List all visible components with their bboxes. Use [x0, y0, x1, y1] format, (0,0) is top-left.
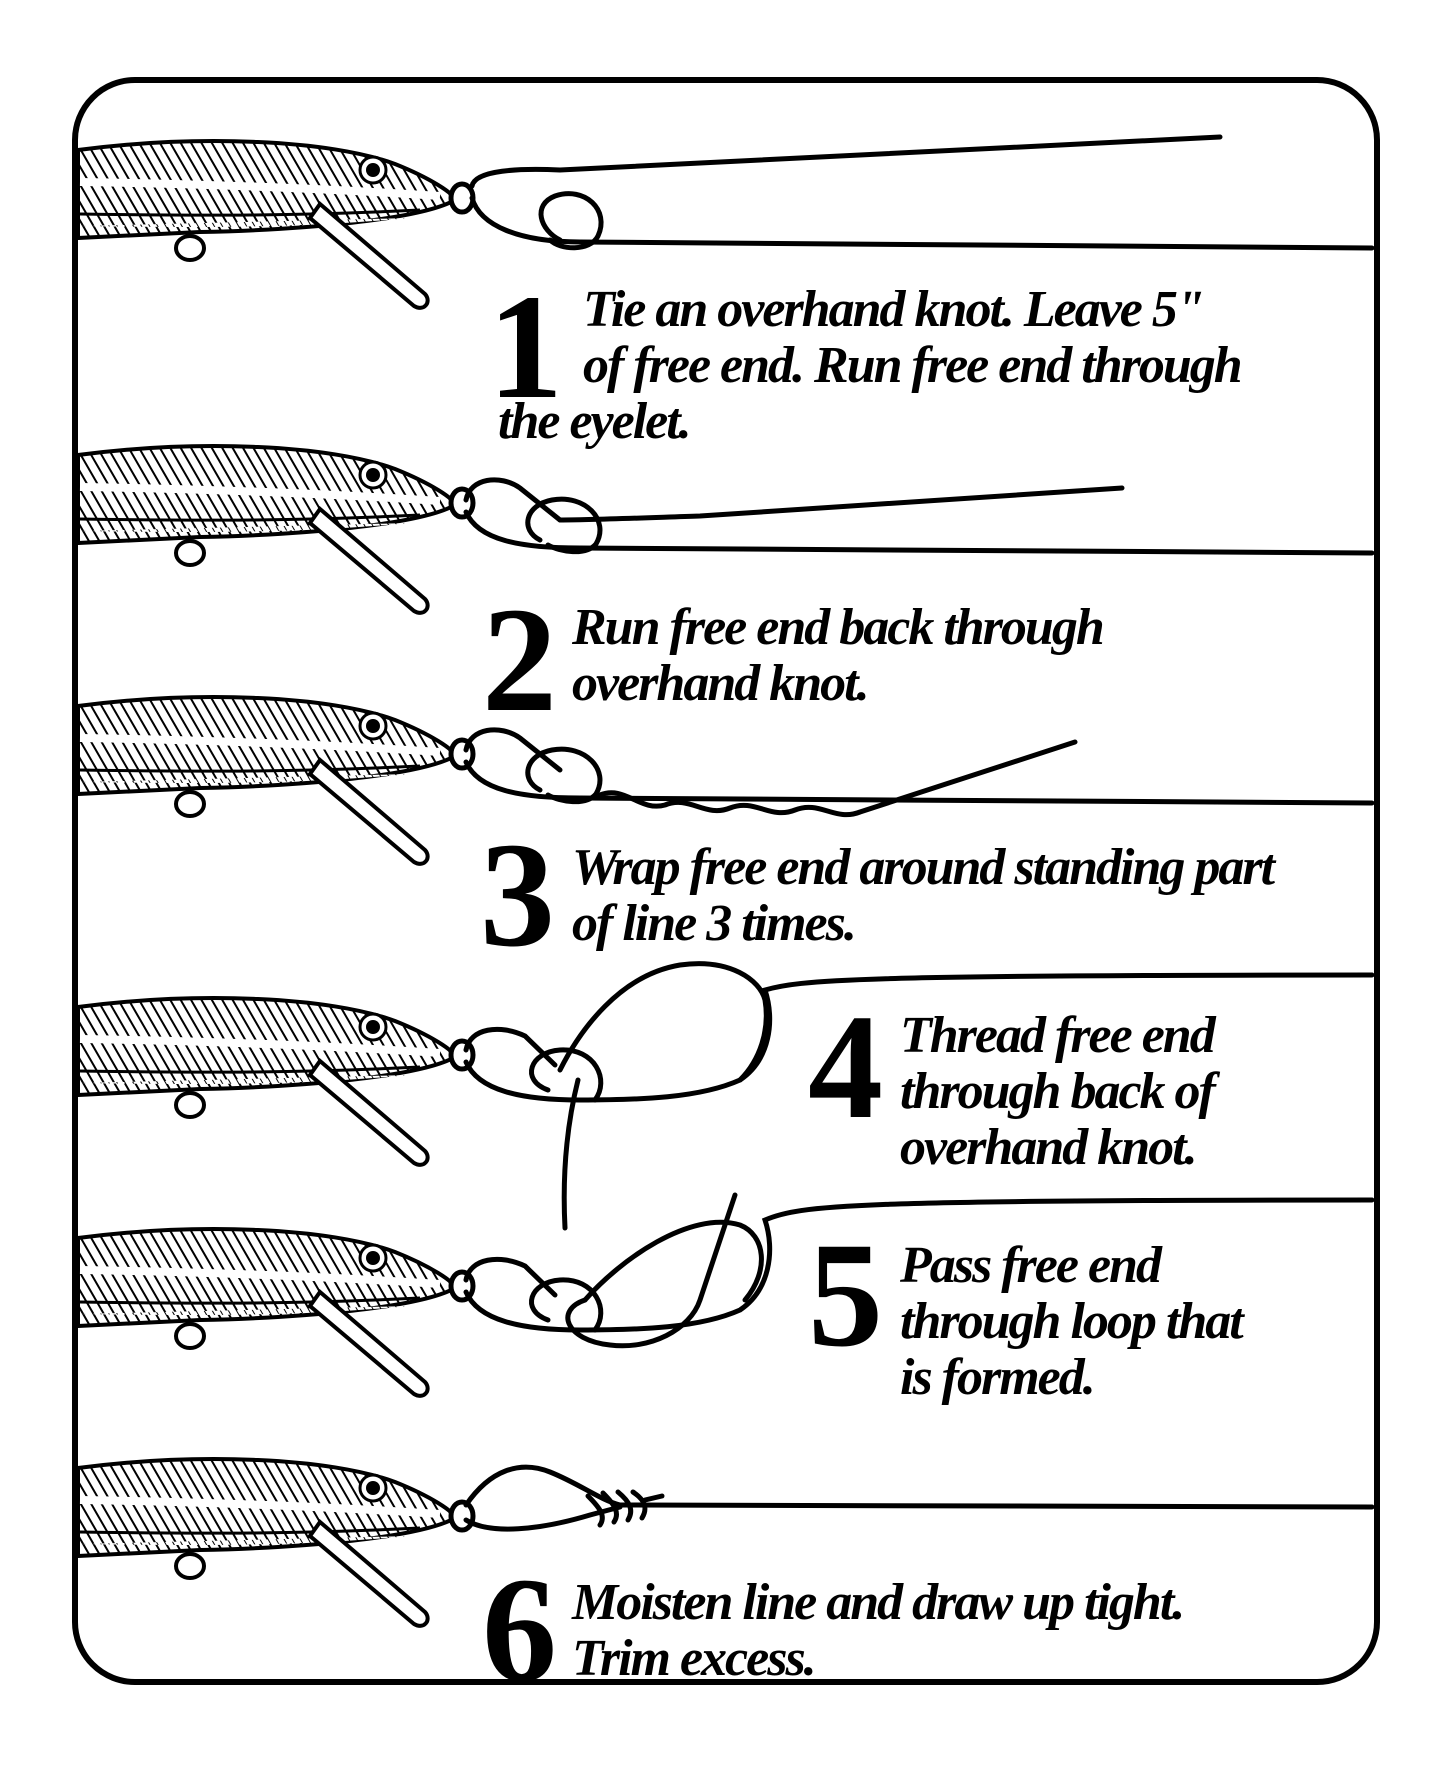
step-2-line-1: Run free end back through: [572, 599, 1105, 656]
step-3-instructions: Wrap free end around standing part of li…: [572, 839, 1275, 952]
line-diagram-step-6: [463, 1464, 1375, 1532]
step-4-number: 4: [808, 984, 883, 1150]
step-4-line-3: overhand knot.: [900, 1119, 1198, 1176]
line-diagram-step-5: [463, 1192, 1375, 1349]
step-6-number: 6: [482, 1547, 557, 1713]
line-diagram-step-3: [463, 727, 1375, 818]
step-2-line-2: overhand knot.: [572, 655, 870, 712]
step-1-instructions: Tie an overhand knot. Leave 5" of free e…: [498, 281, 1243, 450]
step-4-instructions: Thread free end through back of overhand…: [900, 1007, 1216, 1176]
step-6-line-1: Moisten line and draw up tight.: [572, 1574, 1185, 1631]
step-6-instructions: Moisten line and draw up tight. Trim exc…: [572, 1574, 1185, 1687]
step-1-line-1: Tie an overhand knot. Leave 5": [583, 281, 1205, 338]
line-diagram-step-4: [463, 961, 1375, 1231]
step-3-line-1: Wrap free end around standing part: [572, 839, 1275, 896]
step-2-number: 2: [482, 577, 557, 743]
step-3-line-2: of line 3 times.: [572, 895, 857, 952]
step-6-line-2: Trim excess.: [572, 1630, 817, 1687]
step-5-instructions: Pass free end through loop that is forme…: [900, 1237, 1244, 1406]
step-5-line-2: through loop that: [900, 1293, 1244, 1350]
step-5-line-3: is formed.: [900, 1349, 1096, 1406]
step-4-line-1: Thread free end: [900, 1007, 1216, 1064]
step-1-number: 1: [488, 264, 563, 430]
line-diagram-step-1: [469, 134, 1375, 251]
line-diagram-step-2: [463, 477, 1375, 556]
step-2-instructions: Run free end back through overhand knot.: [572, 599, 1105, 712]
step-1-line-3: the eyelet.: [498, 393, 692, 450]
step-5-number: 5: [808, 1212, 883, 1378]
step-4-line-2: through back of: [900, 1063, 1216, 1120]
step-3-number: 3: [480, 812, 555, 978]
step-1-line-2: of free end. Run free end through: [583, 337, 1243, 394]
step-5-line-1: Pass free end: [900, 1237, 1162, 1294]
